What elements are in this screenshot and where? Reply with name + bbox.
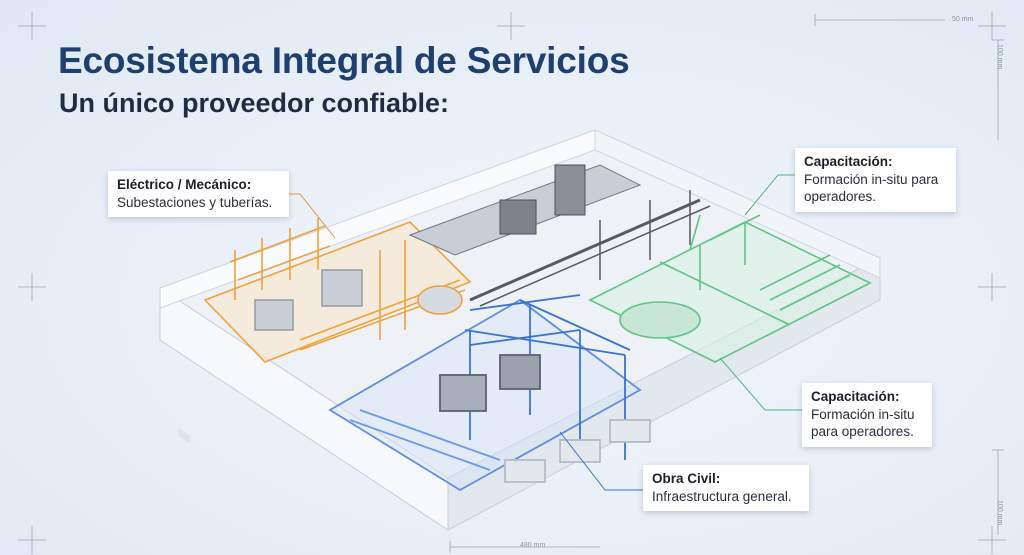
process-machinery: [408, 164, 711, 307]
callout-training-top: Capacitación: Formación in-situ para ope…: [795, 148, 956, 212]
callout-training-top-text: Formación in-situ para operadores.: [804, 171, 939, 205]
callout-civil-heading: Obra Civil:: [652, 471, 721, 486]
registration-marks: [18, 12, 1006, 554]
callout-electrical-text: Subestaciones y tuberías.: [117, 194, 273, 210]
callout-training-middle-text: Formación in-situ para operadores.: [811, 406, 915, 440]
page-title: Ecosistema Integral de Servicios: [58, 40, 630, 81]
civil-structure-zone: [328, 294, 651, 492]
callout-training-middle: Capacitación: Formación in-situ para ope…: [802, 383, 932, 447]
dimension-top-right: 50 mm: [952, 16, 974, 23]
electrical-zone: [203, 218, 472, 363]
training-zone: [588, 214, 872, 363]
callout-civil-text: Infraestructura general.: [652, 488, 792, 504]
page-subtitle: Un único proveedor confiable:: [59, 88, 450, 118]
dimension-bottom: 480 mm: [520, 542, 546, 549]
callout-civil-works: Obra Civil: Infraestructura general.: [643, 465, 809, 512]
dimension-right-upper: 100 mm: [996, 44, 1003, 70]
callout-electrical-mechanical: Eléctrico / Mecánico: Subestaciones y tu…: [108, 171, 289, 218]
callout-electrical-heading: Eléctrico / Mecánico:: [117, 177, 252, 192]
callout-training-top-heading: Capacitación:: [804, 154, 893, 169]
dimension-right-lower: 100 mm: [996, 500, 1003, 526]
callout-training-middle-heading: Capacitación:: [811, 389, 900, 404]
